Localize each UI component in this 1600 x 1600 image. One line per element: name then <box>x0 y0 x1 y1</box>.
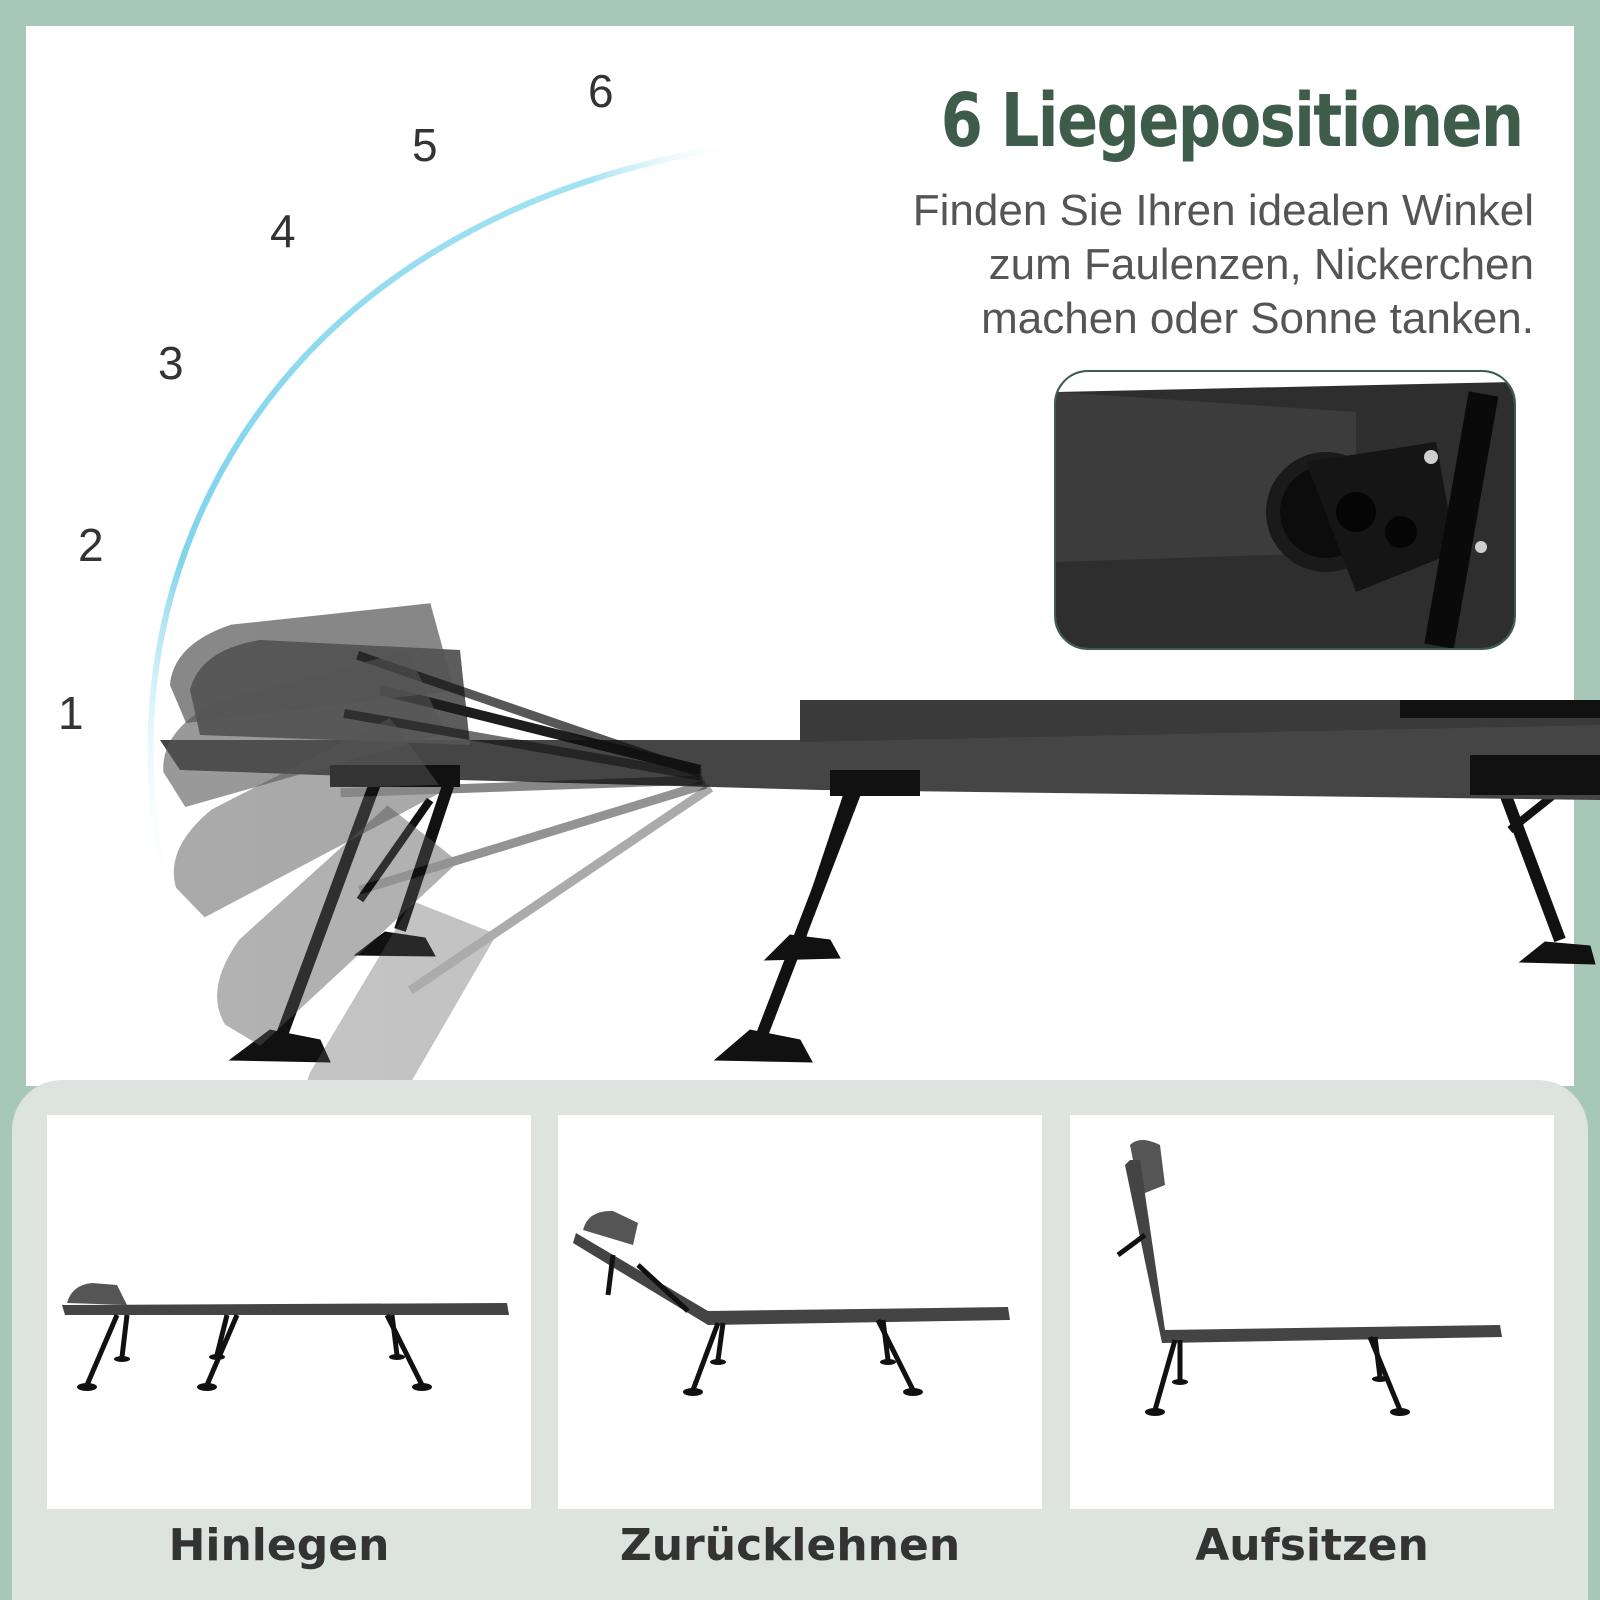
position-label-3: 3 <box>158 337 184 389</box>
position-label-1: 1 <box>58 687 84 739</box>
hinge-icon <box>1056 372 1514 648</box>
cot-flat-icon <box>62 1283 509 1391</box>
cot-recline-icon <box>573 1210 1010 1396</box>
position-label-4: 4 <box>270 205 296 257</box>
cot-legs <box>228 767 1596 1063</box>
position-label-6: 6 <box>588 65 614 117</box>
backrest-position-6 <box>302 783 714 1100</box>
mode-thumb-lie-down <box>47 1115 531 1509</box>
subtitle-line-2: zum Faulenzen, Nickerchen <box>988 240 1534 289</box>
hinge-detail-image <box>1054 370 1516 650</box>
backrest-position-5 <box>217 779 708 1046</box>
backrest-positions <box>163 603 714 1100</box>
mode-label-recline: Zurücklehnen <box>619 1520 961 1571</box>
cot-upright-icon <box>1116 1140 1502 1416</box>
page-title: 6 Liegepositionen <box>940 78 1523 164</box>
mode-label-sit-up: Aufsitzen <box>1195 1520 1429 1571</box>
subtitle-line-1: Finden Sie Ihren idealen Winkel <box>912 186 1534 235</box>
mode-label-lie-down: Hinlegen <box>168 1520 390 1571</box>
cot-positions-illustration <box>147 142 1600 1100</box>
mode-thumb-sit-up <box>1070 1115 1554 1509</box>
backrest-position-3 <box>163 650 702 808</box>
page-subtitle: Finden Sie Ihren idealen Winkel zum Faul… <box>774 184 1534 346</box>
backrest-position-4 <box>173 718 703 918</box>
position-arc <box>147 142 741 901</box>
position-label-2: 2 <box>78 519 104 571</box>
position-label-5: 5 <box>412 119 438 171</box>
mode-thumb-recline <box>558 1115 1042 1509</box>
subtitle-line-3: machen oder Sonne tanken. <box>981 294 1534 343</box>
